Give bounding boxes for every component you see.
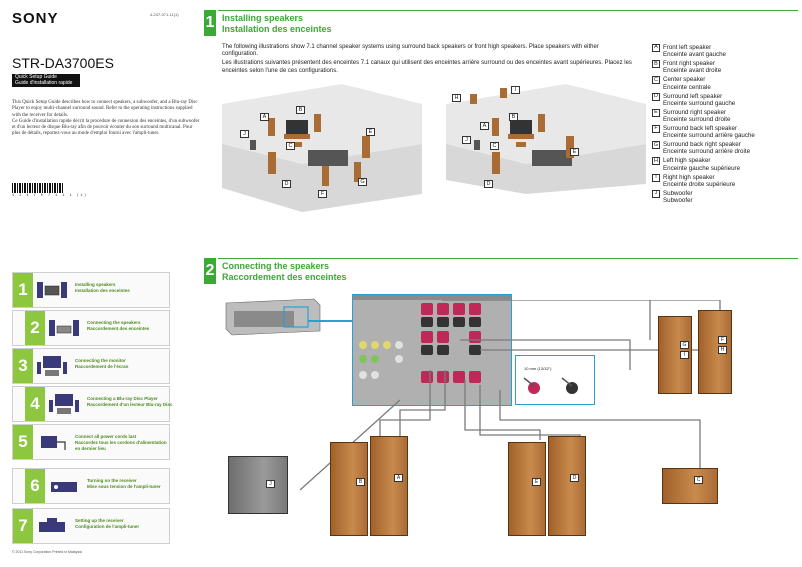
tag-b-2: B [509,113,518,121]
power-on-thumb-icon [51,482,77,492]
tag-b: B [296,106,305,114]
model-name: STR-DA3700ES [12,55,114,71]
speaker-e [508,442,546,536]
step-number: 5 [13,425,33,459]
section-1-number: 1 [204,10,216,36]
step-number: 6 [25,469,45,503]
speakers-connect-thumb-icon [49,320,79,336]
tag-g: G [358,178,367,186]
barcode [12,183,64,193]
guide-title-fr: Guide d'installation rapide [15,79,73,86]
barcode-number: 4 2 4 7 0 7 1 1 1 (1) [12,194,88,198]
tag-j-2: J [462,136,471,144]
label-b: B [356,478,365,486]
brand-logo: SONY [12,10,59,27]
label-d: D [570,474,579,482]
bluray-thumb-icon [49,394,79,414]
setup-thumb-icon [39,518,65,532]
intro-fr: Ce Guide d'installation rapide décrit la… [12,118,200,137]
room-layout-front-high [446,84,646,194]
label-j: J [266,480,275,488]
tag-e: E [366,128,375,136]
label-a: A [394,474,403,482]
tag-f: F [318,190,327,198]
receiver-rear-overview [225,298,321,336]
speaker-c [662,468,718,504]
label-i: I [680,351,689,359]
room-layout-surround-back [222,84,422,212]
tag-d: D [282,180,291,188]
power-cord-thumb-icon [41,436,66,450]
section-1-text: The following illustrations show 7.1 cha… [222,44,632,74]
tag-i: I [511,86,520,94]
guide-title-en: Quick Setup Guide [15,74,57,80]
copyright: © 2011 Sony Corporation Printed in Malay… [12,550,82,554]
label-e: E [532,478,541,486]
tag-e-2: E [570,148,579,156]
step-number: 2 [25,311,45,345]
wire-strip-inset: 10 mm (13/32") [515,355,595,405]
part-number: 4-247-071-11(1) [150,12,179,17]
intro-text: This Quick Setup Guide describes how to … [12,100,202,138]
guide-title-box: Quick Setup Guide Guide d'installation r… [12,74,80,87]
section-2-number: 2 [204,258,216,284]
step-number: 1 [13,273,33,307]
tag-c-2: C [490,142,499,150]
step-number: 3 [13,349,33,383]
label-h: H [718,346,727,354]
label-g: G [680,341,689,349]
wire-insert-icon [523,377,578,394]
label-c: C [694,476,703,484]
tag-d-2: D [484,180,493,188]
tag-h: H [452,94,461,102]
subwoofer [228,456,288,514]
step-number: 4 [25,387,45,421]
section-2-rule [218,258,798,259]
tag-a-2: A [480,122,489,130]
section-1-rule [218,10,798,11]
strip-length: 10 mm (13/32") [524,366,552,371]
tag-a: A [260,113,269,121]
speaker-a [370,436,408,536]
speaker-d [548,436,586,536]
tag-j: J [240,130,249,138]
speakers-thumb-icon [37,282,67,298]
intro-en: This Quick Setup Guide describes how to … [12,100,198,118]
monitor-thumb-icon [37,356,67,376]
label-f: F [718,336,727,344]
tag-c: C [286,142,295,150]
speaker-b [330,442,368,536]
step-number: 7 [13,509,33,543]
